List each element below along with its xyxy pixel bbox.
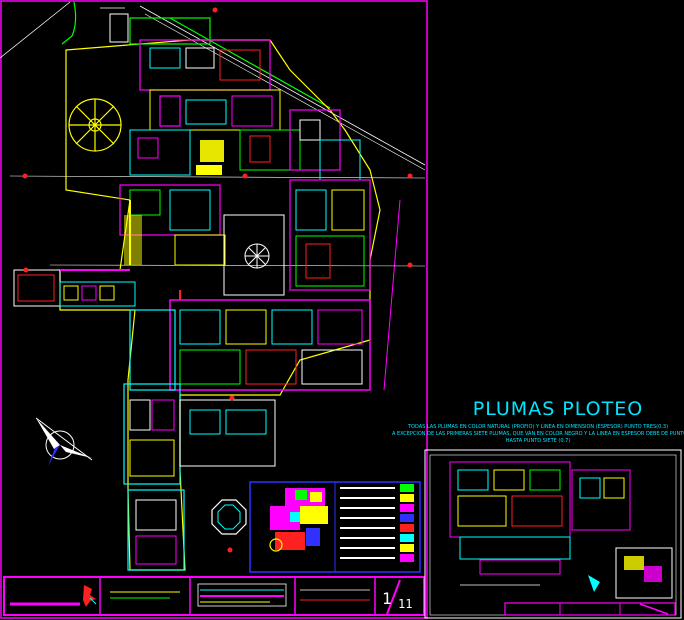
sheet-total: 11 <box>398 597 413 611</box>
key-plan-legend <box>340 484 414 562</box>
sheet-number: 1 <box>382 589 392 608</box>
title-block-frame <box>3 576 425 616</box>
main-sheet-border <box>0 0 428 619</box>
thumbnail-sheet <box>424 449 682 619</box>
hospital-floor-plan <box>13 13 381 571</box>
grid-markers <box>22 7 413 553</box>
plumas-note-line-3: HASTA PUNTO SIETE (0.7) <box>505 438 571 444</box>
octagon-icon <box>211 499 247 535</box>
tree-icon <box>68 98 122 152</box>
plumas-note-line-1: TODAS LAS PLUMAS EN COLOR NATURAL (PROFI… <box>407 424 669 430</box>
title-block-logo <box>83 585 97 607</box>
plumas-note-line-2: A EXCEPCIÓN DE LAS PRIMERAS SIETE PLUMAS… <box>392 431 684 437</box>
plumas-ploteo-title: PLUMAS PLOTEO <box>472 398 644 420</box>
location-key-plan <box>249 481 421 573</box>
tree-icon-small <box>244 243 270 269</box>
site-boundary <box>0 1 426 391</box>
north-arrow-icon <box>35 417 93 466</box>
